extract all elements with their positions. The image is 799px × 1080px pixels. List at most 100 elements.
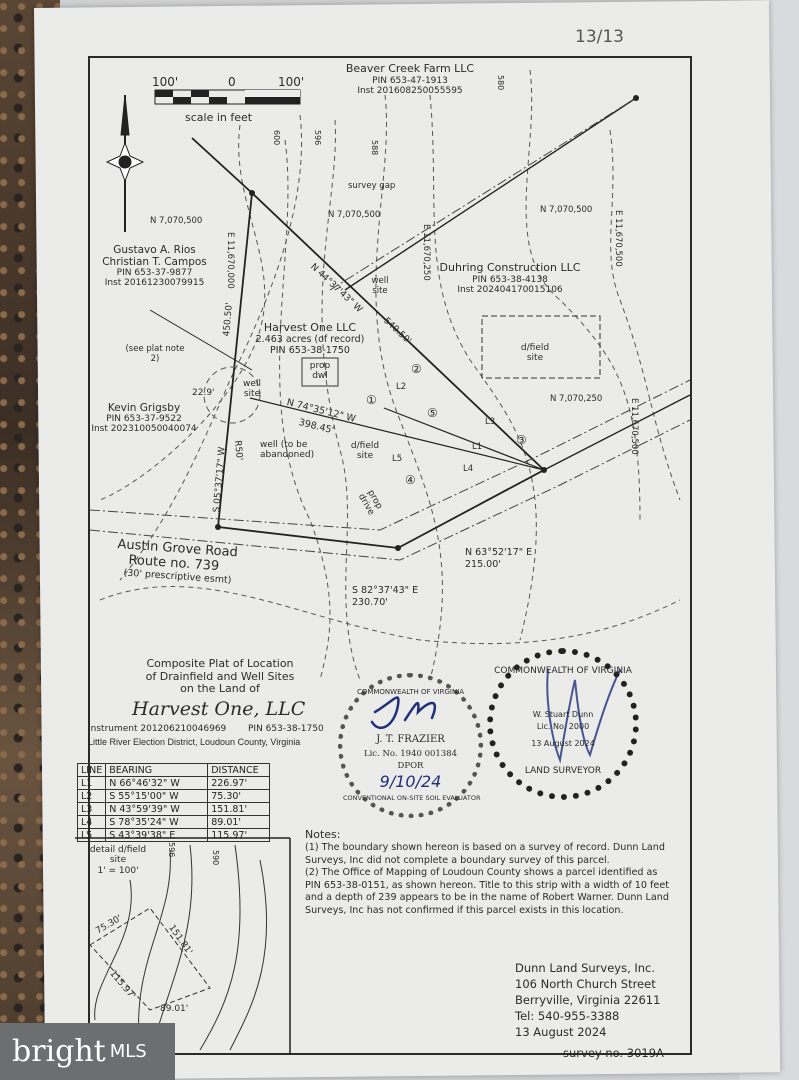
parcel-rios: Gustavo A. Rios Christian T. Campos PIN … <box>92 244 217 289</box>
radius-label: R50' <box>232 440 244 461</box>
surveyor-seal: COMMONWEALTH OF VIRGINIA W. Stuart Dunn … <box>487 648 639 800</box>
notes: Notes: (1) The boundary shown hereon is … <box>305 828 675 917</box>
soil-evaluator-seal: COMMONWEALTH OF VIRGINIA J. T. FRAZIER L… <box>338 673 483 818</box>
grid-label: N 7,070,500 <box>150 216 203 226</box>
cell: N 43°59'39" W <box>105 802 209 816</box>
scale-left: 100' <box>152 75 179 89</box>
instrument-number: Instrument 201206210046969 <box>88 724 227 734</box>
grid-label: N 7,070,250 <box>550 394 603 404</box>
parcel-name: Kevin Grigsby <box>107 402 181 414</box>
parcel-name: Harvest One LLC <box>263 321 357 334</box>
notes-heading: Notes: <box>305 828 341 841</box>
parcel-name: Gustavo A. Rios <box>113 244 196 256</box>
cell: L2 <box>76 789 107 803</box>
contour-label: 600 <box>272 130 281 146</box>
grid-label: E 11,670,250 <box>421 224 431 281</box>
road-label: Austin Grove Road Route no. 739 (30' pre… <box>115 537 238 587</box>
seal-ring-text: CONVENTIONAL ON-SITE SOIL EVALUATOR <box>343 794 481 802</box>
owner-title: Harvest One, LLC <box>132 698 306 720</box>
scale-label: scale in feet <box>185 111 253 124</box>
road-edges <box>89 97 691 561</box>
marker-2: ② <box>411 362 422 376</box>
contour-label: 590 <box>211 850 220 866</box>
page-number: 13/13 <box>575 27 624 47</box>
dfield-label: d/field site <box>350 441 380 462</box>
well-site-label: well site <box>371 276 389 296</box>
title-line: of Drainfield and Well Sites <box>145 669 295 683</box>
parcel-pin: PIN 653-38-1750 <box>270 344 350 356</box>
scale-bar <box>154 89 301 105</box>
parcel-inst: Inst 20161230079915 <box>104 278 205 289</box>
parcel-beaver-creek: Beaver Creek Farm LLC PIN 653-47-1913 In… <box>335 62 485 96</box>
survey-gap-label: survey gap <box>348 181 396 191</box>
bright-mls-logo: bright MLS <box>0 1023 175 1080</box>
line-label: L1 <box>472 442 483 452</box>
parcel-inst: Inst 201608250055595 <box>357 85 463 96</box>
contour-lines <box>99 69 681 681</box>
cell: L5 <box>76 828 107 842</box>
header-cell: BEARING <box>105 763 209 777</box>
bearing-label: N 63°52'17" E <box>465 547 533 558</box>
header-cell: LINE <box>76 763 107 777</box>
north-arrow-icon <box>105 94 145 232</box>
grid-label: N 7,070,500 <box>328 210 381 220</box>
cell: S 43°39'38" E <box>105 828 209 842</box>
parcel-duhring: Duhring Construction LLC PIN 653-38-4138… <box>420 261 600 295</box>
detail-title: detail d/field site 1' = 100' <box>78 845 158 876</box>
cell: L1 <box>76 776 107 790</box>
marker-4: ④ <box>405 473 416 487</box>
dfield-label: d/field site <box>520 343 550 364</box>
seal-ring-text: COMMONWEALTH OF VIRGINIA <box>356 688 465 696</box>
scale-right: 100' <box>278 75 305 89</box>
plat-note-label: (see plat note 2) <box>125 344 185 364</box>
company-block: Dunn Land Surveys, Inc. 106 North Church… <box>515 960 660 1040</box>
cell: L4 <box>76 815 107 829</box>
cell: 75.30' <box>207 789 271 803</box>
line-label: L4 <box>463 464 474 474</box>
cell: L3 <box>76 802 107 816</box>
bearing-label: S 82°37'43" E <box>352 585 419 596</box>
logo-brand: bright <box>12 1034 106 1069</box>
contour-label: 588 <box>370 140 379 156</box>
title-pin: PIN 653-38-1750 <box>248 724 324 734</box>
line-label: L5 <box>392 454 403 464</box>
cell: 226.97' <box>207 776 271 790</box>
marker-3: ③ <box>516 433 527 447</box>
distance-label: 22.9' <box>192 388 215 398</box>
seal-ring-text: LAND SURVEYOR <box>524 766 602 776</box>
distance-label: 215.00' <box>465 559 501 570</box>
cell: S 55°15'00" W <box>105 789 209 803</box>
company-date: 13 August 2024 <box>515 1025 607 1040</box>
note-2: (2) The Office of Mapping of Loudoun Cou… <box>305 867 669 916</box>
header-cell: DISTANCE <box>207 763 271 777</box>
parcel-name: Duhring Construction LLC <box>439 261 581 274</box>
grid-label: N 7,070,500 <box>540 205 593 215</box>
well-radius <box>203 366 261 424</box>
seal-license: Lic. No. 2000 <box>536 722 590 731</box>
note-1: (1) The boundary shown hereon is based o… <box>305 842 665 866</box>
detail-title-line: detail d/field <box>89 845 147 855</box>
cell: 89.01' <box>207 815 271 829</box>
plat-frame <box>88 56 692 1055</box>
dfield-site-box <box>481 315 601 379</box>
parcel-inst: Inst 202310050040074 <box>91 424 197 435</box>
company-phone: Tel: 540-955-3388 <box>515 1009 620 1024</box>
cell: 151.81' <box>207 802 271 816</box>
parcel-pin: PIN 653-37-9522 <box>106 414 182 425</box>
company-city: Berryville, Virginia 22611 <box>515 993 661 1008</box>
line-label: L2 <box>396 382 407 392</box>
distance-label: 230.70' <box>352 597 388 608</box>
company-street: 106 North Church Street <box>515 977 656 992</box>
parcel-name: Beaver Creek Farm LLC <box>345 62 475 75</box>
contour-label: 596 <box>167 842 176 858</box>
company-name: Dunn Land Surveys, Inc. <box>515 961 656 975</box>
detail-distance: 89.01' <box>160 1004 189 1014</box>
title-line: Composite Plat of Location <box>146 657 294 670</box>
contour-label: 596 <box>313 130 322 146</box>
